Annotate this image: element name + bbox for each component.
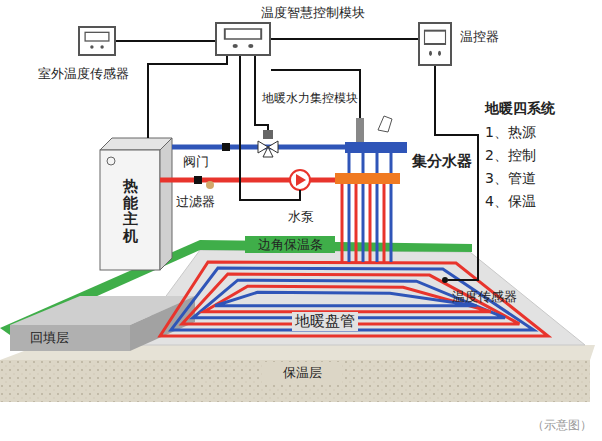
three-way-valve (263, 147, 273, 157)
boiler-indicator (107, 157, 115, 165)
device-screen (217, 24, 269, 54)
manifold-supply-bar (335, 173, 400, 184)
button (438, 51, 441, 56)
part-label: 水泵 (288, 208, 314, 226)
filter-symbol (206, 181, 214, 189)
pipe-risers (342, 153, 391, 262)
signal-wire (116, 40, 215, 42)
boiler-label: 热能主机 (123, 178, 138, 244)
manifold-return-bar (345, 142, 407, 153)
part-label: 阀门 (183, 153, 209, 171)
sensor-wire (435, 66, 478, 280)
layer-label: 回填层 (30, 329, 69, 347)
coil-loop (204, 286, 491, 312)
insulation-layer: 保温层 (262, 362, 342, 384)
valve-symbol (194, 176, 202, 184)
control-wires (240, 56, 478, 280)
coil-loop (215, 292, 477, 306)
device-label: 温度智慧控制模块 (261, 4, 365, 22)
pump-symbol (296, 174, 306, 186)
riser-return (362, 153, 365, 262)
riser-supply (383, 184, 386, 262)
device-label: 室外温度传感器 (38, 65, 129, 83)
part-label: 地暖盘管 (292, 312, 358, 331)
boiler-front (100, 150, 160, 270)
riser-return (390, 153, 393, 262)
riser-supply (369, 184, 372, 262)
device-label: 温控器 (460, 28, 499, 46)
insulation-front (0, 360, 590, 402)
part-label: 过滤器 (176, 193, 215, 211)
valve-symbol (222, 143, 230, 151)
part-label: 地暖水力集控模块 (262, 90, 358, 107)
floor-surface (130, 250, 585, 345)
backfill-layer: 回填层 (14, 327, 84, 349)
riser-supply (341, 184, 344, 262)
part-label: 3、管道 (485, 170, 536, 188)
outdoor-sensor: 室外温度传感器 (78, 26, 116, 56)
part-label: 温度传感器 (452, 288, 517, 306)
edge-strip-back (200, 240, 472, 252)
caption: （示意图） (532, 417, 592, 434)
backfill-front (10, 325, 130, 351)
button (248, 44, 253, 48)
device-screen (420, 24, 450, 64)
riser-supply (355, 184, 358, 262)
riser-return (348, 153, 351, 262)
signal-wire (271, 38, 418, 40)
thermostat: 温控器 (418, 22, 452, 66)
floor-heating-coil (160, 262, 548, 336)
boiler-side (160, 138, 172, 270)
screen (85, 32, 109, 41)
temperature-sensor (442, 277, 448, 283)
manifold-vent (378, 116, 392, 132)
signal-wire (148, 56, 227, 138)
part-label: 1、热源 (485, 124, 536, 142)
layer-label: 保温层 (283, 364, 322, 382)
device-screen (80, 28, 114, 54)
part-label: 地暖四系统 (485, 100, 555, 118)
edge-strip: 边角保温条 (245, 236, 335, 253)
manifold-gauge (356, 118, 364, 142)
pump-wire (240, 56, 300, 200)
part-label: 2、控制 (485, 147, 536, 165)
button (429, 51, 432, 56)
coil-loop (160, 262, 548, 336)
valve-actuator (263, 130, 273, 139)
button (100, 45, 103, 48)
part-label: 集分水器 (412, 152, 472, 171)
riser-return (376, 153, 379, 262)
pump-symbol (290, 170, 310, 190)
part-label: 4、保温 (485, 193, 536, 211)
screen (225, 29, 261, 39)
button (233, 44, 238, 48)
insulation-texture (0, 360, 590, 402)
button (90, 45, 93, 48)
control-module: 温度智慧控制模块 (215, 22, 271, 56)
boiler-unit: 热能主机 (100, 138, 160, 270)
layer-label: 边角保温条 (258, 236, 323, 254)
screen (425, 31, 446, 44)
